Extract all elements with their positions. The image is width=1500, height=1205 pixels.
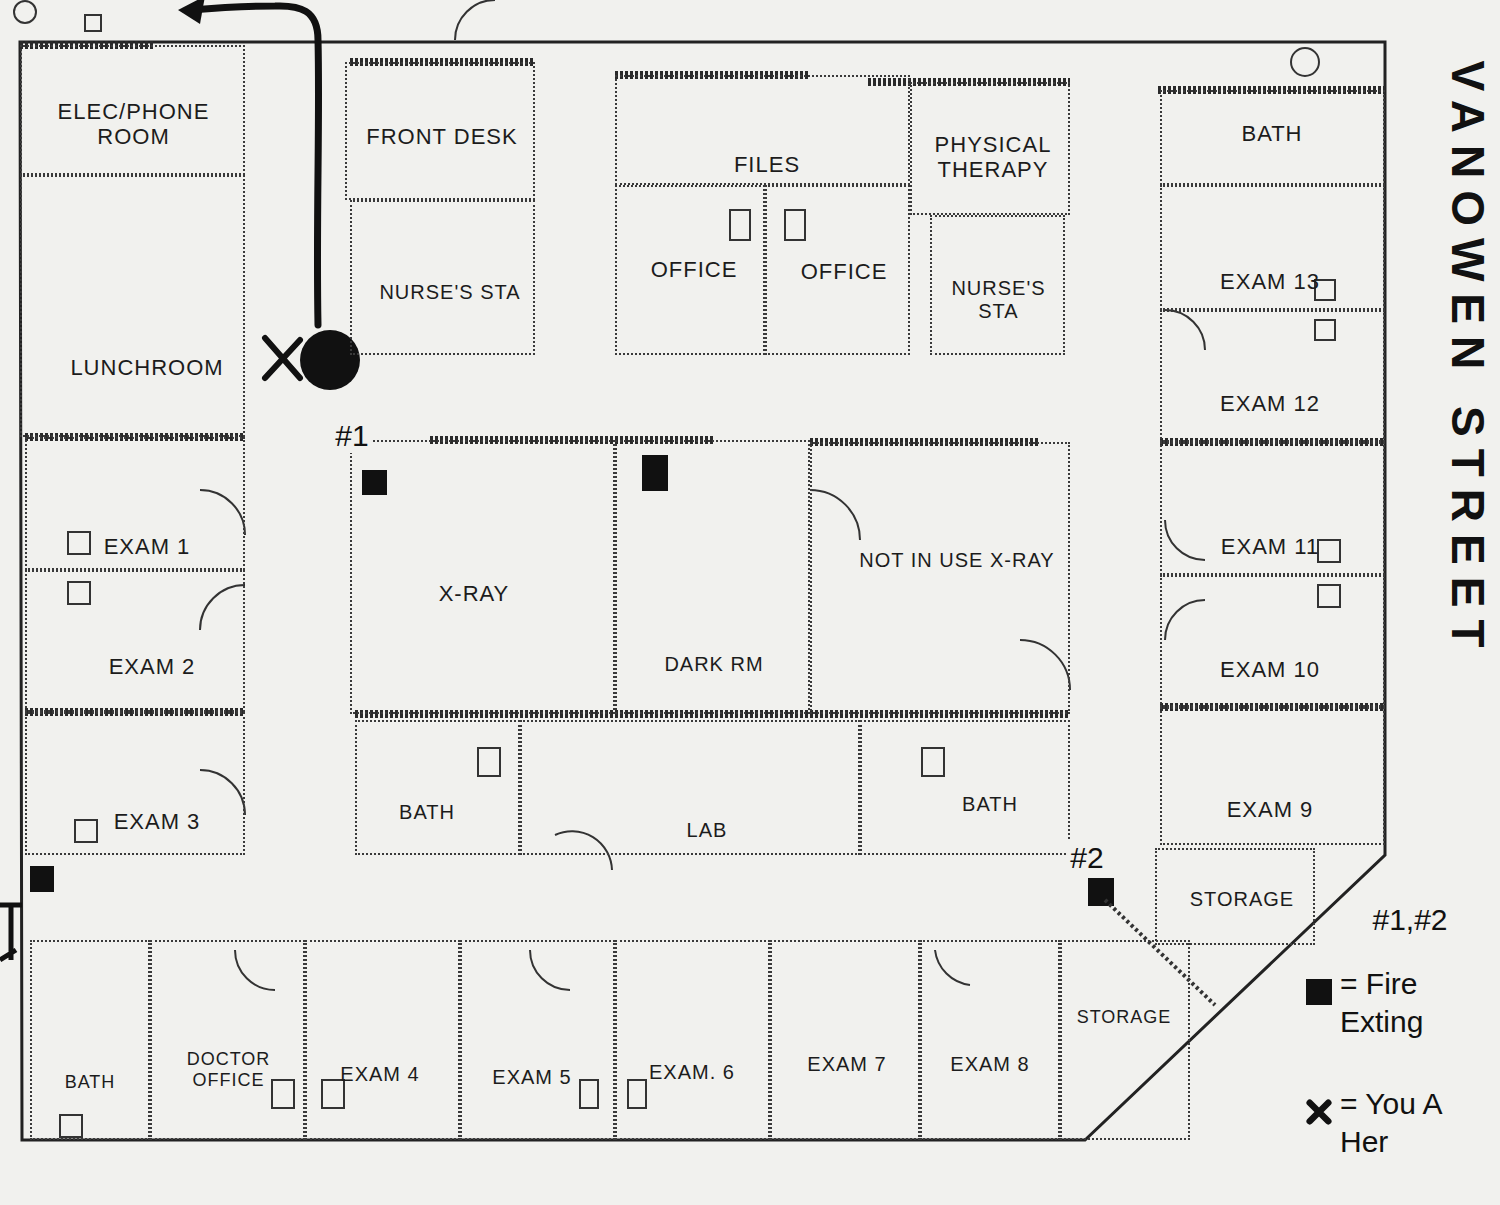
room-label: X-RAY bbox=[439, 581, 510, 606]
room-label: EXAM 9 bbox=[1227, 797, 1314, 822]
room-label: EXAM 4 bbox=[340, 1063, 419, 1086]
room-label: LAB bbox=[687, 819, 728, 842]
room-label: ELEC/PHONE ROOM bbox=[27, 99, 240, 150]
legend-swatch bbox=[1306, 979, 1332, 1005]
hatched-walls bbox=[20, 45, 1385, 714]
room: DOCTOR OFFICE bbox=[150, 940, 305, 1140]
room: BATH bbox=[30, 940, 150, 1140]
room-label: BATH bbox=[962, 793, 1018, 816]
room: ELEC/PHONE ROOM bbox=[20, 45, 245, 175]
room: EXAM 11 bbox=[1160, 442, 1385, 575]
room-label: NURSE'S STA bbox=[379, 281, 520, 304]
room: STORAGE bbox=[1155, 848, 1315, 945]
building-outline bbox=[20, 42, 1385, 1140]
fixtures bbox=[14, 1, 1340, 1137]
x-mark bbox=[1310, 1103, 1329, 1122]
room: EXAM 7 bbox=[770, 940, 920, 1140]
room: EXAM 13 bbox=[1160, 185, 1385, 310]
room: NURSE'S STA bbox=[930, 215, 1065, 355]
room-label: NURSE'S STA bbox=[937, 277, 1060, 323]
room-label: FRONT DESK bbox=[366, 124, 517, 149]
room: EXAM 9 bbox=[1160, 707, 1385, 845]
room-label: OFFICE bbox=[801, 259, 888, 284]
room-label: EXAM 12 bbox=[1220, 391, 1320, 416]
room: EXAM 4 bbox=[305, 940, 460, 1140]
room-label: EXAM 2 bbox=[109, 654, 196, 679]
room: DARK RM bbox=[615, 440, 810, 714]
exit-route bbox=[190, 6, 319, 325]
room: EXAM 10 bbox=[1160, 575, 1385, 707]
room: BATH bbox=[860, 720, 1070, 855]
room: EXAM 5 bbox=[460, 940, 615, 1140]
extinguisher bbox=[30, 866, 54, 892]
room-label: BATH bbox=[399, 801, 455, 824]
room: EXAM 12 bbox=[1160, 310, 1385, 442]
room: EXAM 8 bbox=[920, 940, 1060, 1140]
room-label: FILES bbox=[734, 152, 800, 177]
you-are-here bbox=[178, 0, 360, 390]
room-label: EXAM 7 bbox=[807, 1053, 886, 1076]
room-label: EXAM 13 bbox=[1220, 269, 1320, 294]
room: EXAM 1 bbox=[25, 437, 245, 570]
legend-heading: #1,#2 bbox=[1369, 903, 1450, 937]
room: EXAM. 6 bbox=[615, 940, 770, 1140]
room-label: BATH bbox=[65, 1072, 116, 1093]
room: FILES bbox=[615, 75, 910, 185]
room-label: EXAM 8 bbox=[950, 1053, 1029, 1076]
room: NURSE'S STA bbox=[350, 200, 535, 355]
room-label: STORAGE bbox=[1190, 888, 1294, 911]
room: EXAM 2 bbox=[25, 570, 245, 712]
room: PHYSICAL THERAPY bbox=[910, 82, 1070, 215]
room-label: EXAM 10 bbox=[1220, 657, 1320, 682]
street-name: VANOWEN STREET bbox=[1441, 57, 1495, 662]
room: X-RAY bbox=[350, 440, 615, 714]
door-swings bbox=[200, 0, 1205, 990]
room-label: PHYSICAL THERAPY bbox=[919, 132, 1067, 183]
outer-walls bbox=[20, 42, 1385, 1140]
callout-number: #1 bbox=[332, 419, 371, 453]
room-label: NOT IN USE X-RAY bbox=[859, 549, 1054, 572]
room-label: EXAM 5 bbox=[492, 1066, 571, 1089]
legend-text: = You A Her bbox=[1340, 1085, 1490, 1160]
room-label: EXAM 11 bbox=[1221, 534, 1319, 559]
room: EXAM 3 bbox=[25, 712, 245, 855]
room: BATH bbox=[355, 720, 520, 855]
extinguisher-2 bbox=[1088, 878, 1114, 906]
room-label: EXAM. 6 bbox=[649, 1061, 735, 1084]
room: LUNCHROOM bbox=[20, 175, 245, 437]
legend-text: = Fire Exting bbox=[1340, 965, 1490, 1040]
room: FRONT DESK bbox=[345, 62, 535, 200]
room: STORAGE bbox=[1060, 940, 1190, 1140]
room-label: STORAGE bbox=[1077, 1007, 1172, 1028]
room: LAB bbox=[520, 720, 860, 855]
room-label: EXAM 1 bbox=[104, 534, 191, 559]
room: OFFICE bbox=[765, 185, 910, 355]
extinguisher bbox=[642, 455, 668, 491]
room-label: EXAM 3 bbox=[114, 809, 201, 834]
room: OFFICE bbox=[615, 185, 765, 355]
callout-number: #2 bbox=[1067, 841, 1106, 875]
room-label: DOCTOR OFFICE bbox=[157, 1049, 300, 1090]
room-label: OFFICE bbox=[651, 257, 738, 282]
you-are-here-x bbox=[265, 338, 300, 378]
room: BATH bbox=[1160, 90, 1385, 185]
room-label: LUNCHROOM bbox=[70, 355, 223, 380]
scribble-mark bbox=[0, 905, 22, 960]
exit-arrowhead bbox=[178, 0, 205, 24]
storage-wall bbox=[1105, 900, 1215, 1005]
room-label: DARK RM bbox=[664, 653, 763, 676]
room-label: BATH bbox=[1241, 121, 1302, 146]
fire-extinguishers bbox=[30, 455, 1114, 906]
room: NOT IN USE X-RAY bbox=[810, 442, 1070, 714]
extinguisher-1 bbox=[362, 470, 387, 495]
legend-symbol bbox=[1306, 1099, 1332, 1125]
